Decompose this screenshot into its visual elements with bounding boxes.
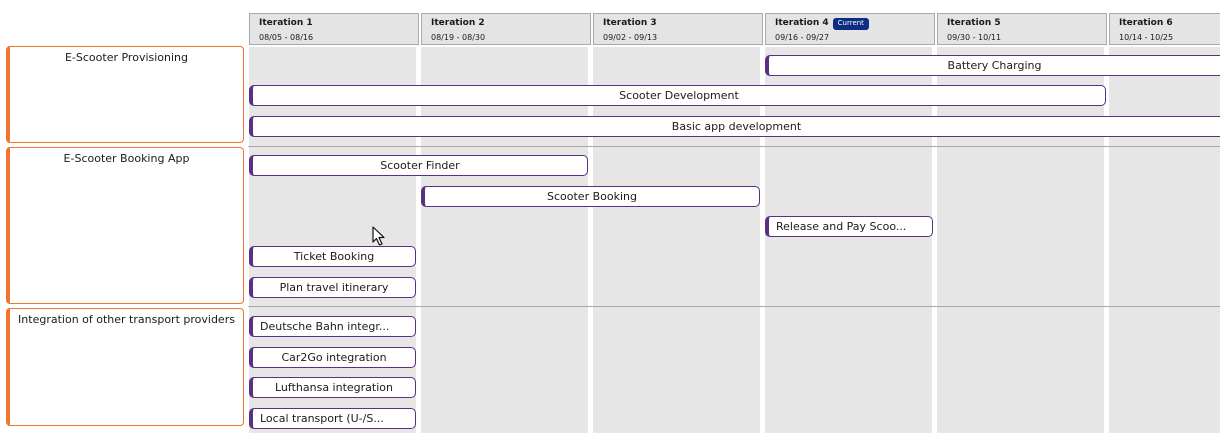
work-item-bar[interactable]: Car2Go integration <box>249 347 416 368</box>
work-item-bar[interactable]: Scooter Development <box>249 85 1106 106</box>
iteration-header[interactable]: Iteration 5 09/30 - 10/11 <box>937 13 1107 45</box>
work-item-bar[interactable]: Deutsche Bahn integr... <box>249 316 416 337</box>
iteration-header[interactable]: Iteration 3 09/02 - 09/13 <box>593 13 763 45</box>
iteration-name: Iteration 5 <box>947 18 1001 28</box>
lane-divider <box>248 306 1220 307</box>
iteration-dates: 09/30 - 10/11 <box>947 33 1002 42</box>
mouse-cursor-icon <box>372 226 385 246</box>
iteration-name: Iteration 3 <box>603 18 657 28</box>
work-item-bar[interactable]: Lufthansa integration <box>249 377 416 398</box>
iteration-header[interactable]: Iteration 2 08/19 - 08/30 <box>421 13 591 45</box>
work-item-bar[interactable]: Ticket Booking <box>249 246 416 267</box>
iteration-5-column <box>937 47 1104 433</box>
work-item-bar[interactable]: Release and Pay Scoo... <box>765 216 933 237</box>
feature-title: E-Scooter Booking App <box>63 152 190 165</box>
feature-title: Integration of other transport providers <box>18 313 235 326</box>
iteration-name: Iteration 4 Current <box>775 17 934 30</box>
iteration-header[interactable]: Iteration 1 08/05 - 08/16 <box>249 13 419 45</box>
iteration-header-current[interactable]: Iteration 4 Current 09/16 - 09/27 <box>765 13 935 45</box>
feature-title: E-Scooter Provisioning <box>64 51 189 64</box>
work-item-bar[interactable]: Basic app development <box>249 116 1220 137</box>
iteration-4-column <box>765 47 932 433</box>
feature-card-integration-transport-providers[interactable]: Integration of other transport providers <box>6 308 244 426</box>
iteration-header[interactable]: Iteration 6 10/14 - 10/25 <box>1109 13 1220 45</box>
feature-card-e-scooter-provisioning[interactable]: E-Scooter Provisioning <box>6 46 244 143</box>
iteration-dates: 10/14 - 10/25 <box>1119 33 1174 42</box>
iteration-dates: 08/05 - 08/16 <box>259 33 314 42</box>
lane-divider <box>248 146 1220 147</box>
iteration-name: Iteration 2 <box>431 18 485 28</box>
iteration-6-column <box>1109 47 1220 433</box>
feature-card-e-scooter-booking-app[interactable]: E-Scooter Booking App <box>6 147 244 304</box>
work-item-bar[interactable]: Battery Charging <box>765 55 1220 76</box>
iteration-dates: 09/16 - 09/27 <box>775 33 830 42</box>
iteration-name: Iteration 6 <box>1119 18 1173 28</box>
work-item-bar[interactable]: Local transport (U-/S... <box>249 408 416 429</box>
iteration-1-column <box>249 47 416 433</box>
work-item-bar[interactable]: Scooter Finder <box>249 155 588 176</box>
iteration-3-column <box>593 47 760 433</box>
iteration-2-column <box>421 47 588 433</box>
iteration-dates: 09/02 - 09/13 <box>603 33 658 42</box>
work-item-bar[interactable]: Scooter Booking <box>421 186 760 207</box>
work-item-bar[interactable]: Plan travel itinerary <box>249 277 416 298</box>
current-badge: Current <box>832 17 869 30</box>
iteration-dates: 08/19 - 08/30 <box>431 33 486 42</box>
iteration-name-text: Iteration 4 <box>775 18 829 28</box>
iteration-name: Iteration 1 <box>259 18 313 28</box>
